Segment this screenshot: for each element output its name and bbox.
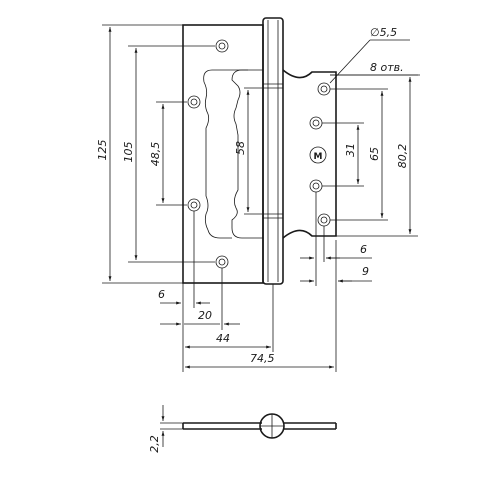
dim-105-label: 105 [122, 142, 135, 163]
knuckle [262, 17, 284, 285]
dim-74-5-label: 74,5 [250, 352, 275, 365]
dim-80-2-label: 80,2 [396, 144, 409, 169]
dim-65: 65 [330, 88, 388, 221]
left-leaf [182, 24, 264, 284]
dim-31-label: 31 [344, 143, 357, 157]
right-leaf: M [282, 69, 337, 239]
side-view [182, 413, 337, 439]
dim-125-label: 125 [96, 140, 109, 161]
dim-9-right-label: 9 [362, 265, 369, 278]
dim-65-label: 65 [368, 147, 381, 161]
dim-20: 20 [160, 268, 240, 330]
dim-74-5: 74,5 [185, 286, 337, 372]
dim-58: 58 [234, 87, 262, 215]
dim-44: 44 [182, 283, 274, 372]
svg-text:M: M [314, 152, 323, 162]
left-holes [187, 39, 229, 269]
dim-48-5: 48,5 [149, 101, 187, 206]
dim-6-left-label: 6 [158, 288, 165, 301]
dim-2-2: 2,2 [148, 405, 183, 453]
dim-31: 31 [322, 122, 364, 187]
dim-hole-diameter-label: ∅5,5 [370, 26, 397, 39]
dim-80-2: 80,2 [330, 74, 418, 237]
dim-125: 125 [96, 24, 263, 284]
dim-20-label: 20 [198, 309, 212, 322]
dim-6-left: 6 [158, 211, 210, 308]
dim-6-right-label: 6 [360, 243, 367, 256]
dim-hole-diameter: ∅5,5 [329, 26, 410, 84]
dim-9-right: 9 [300, 240, 372, 286]
dim-105: 105 [122, 45, 215, 263]
dim-2-2-label: 2,2 [148, 435, 161, 453]
brand-logo: M [309, 146, 327, 164]
dim-58-label: 58 [234, 141, 247, 155]
dim-48-5-label: 48,5 [149, 142, 162, 167]
dim-44-label: 44 [216, 332, 230, 345]
dim-6-right: 6 [300, 192, 372, 286]
dim-hole-count-label: 8 отв. [370, 61, 404, 74]
